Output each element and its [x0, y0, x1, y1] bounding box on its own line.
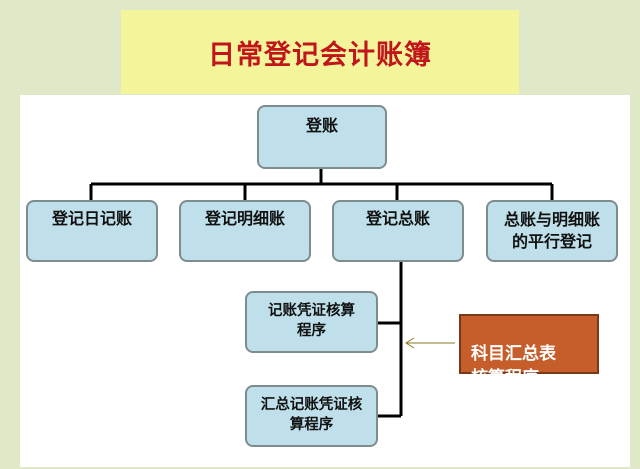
note-arrow: [405, 337, 455, 349]
child-node-journal: 登记日记账: [26, 200, 158, 262]
root-label: 登账: [305, 116, 338, 135]
child-label: 登记总账: [365, 209, 430, 228]
note-label: 科目汇总表 核算程序: [471, 343, 556, 388]
child-label: 登记日记账: [51, 209, 132, 228]
child-node-subsidiary: 登记明细账: [179, 200, 311, 262]
note-box: 科目汇总表 核算程序: [459, 314, 599, 388]
diagram-title: 日常登记会计账簿: [208, 39, 432, 71]
child-node-parallel: 总账与明细账 的平行登记: [486, 200, 618, 262]
title-banner: 日常登记会计账簿: [121, 10, 519, 94]
root-node: 登账: [257, 105, 387, 169]
procedure-node-voucher: 记账凭证核算 程序: [245, 291, 378, 353]
watermark: 头条号 / 小姐讲会计: [523, 453, 622, 466]
procedure-node-summary-voucher: 汇总记账凭证核 算程序: [245, 385, 378, 447]
child-label: 总账与明细账 的平行登记: [503, 210, 600, 251]
child-node-general: 登记总账: [332, 200, 464, 262]
child-label: 登记明细账: [204, 209, 285, 228]
procedure-label: 记账凭证核算 程序: [268, 303, 355, 339]
procedure-label: 汇总记账凭证核 算程序: [260, 397, 363, 433]
